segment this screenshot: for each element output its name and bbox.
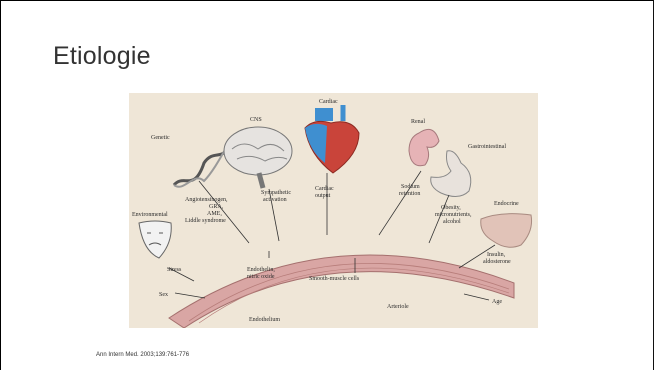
citation: Ann Intern Med. 2003;139:761-776 [96,352,189,358]
label-insulin-2: aldosterone [483,259,511,265]
label-gra: GRA, [209,204,224,210]
label-sodium-1: Sodium [401,184,420,190]
label-ame: AME, [207,211,222,217]
label-insulin-1: Insulin, [487,252,506,258]
label-obesity-2: micronutrients, [435,212,472,218]
label-cardiac-output-2: output [315,193,331,199]
brain-icon [224,127,292,188]
stomach-icon [431,151,471,197]
label-renal: Renal [411,119,425,125]
slide-title: Etiologie [53,42,151,71]
etiology-diagram: Cardiac CNS Renal Genetic Gastrointestin… [129,93,538,328]
endocrine-gland-icon [481,214,532,248]
label-sympathetic-2: activation [263,197,287,203]
kidney-icon [409,129,439,165]
label-cardiac-output-1: Cardiac [315,186,334,192]
label-liddle: Liddle syndrome [185,218,226,224]
label-endothelin-2: nitric oxide [247,274,275,280]
label-obesity-3: alcohol [443,219,461,225]
label-age: Age [492,299,502,305]
mask-icon [139,221,171,258]
label-angiotensinogen: Angiotensinogen, [185,197,228,203]
label-sodium-2: retention [399,191,420,197]
etiology-figure: Cardiac CNS Renal Genetic Gastrointestin… [129,93,538,328]
label-endocrine: Endocrine [494,201,519,207]
label-obesity-1: Obesity, [441,205,461,211]
label-arteriole: Arteriole [387,304,409,310]
heart-icon [305,105,359,173]
label-endothelium: Endothelium [249,317,280,323]
label-gastrointestinal: Gastrointestinal [468,144,506,150]
label-smooth-muscle: Smooth-muscle cells [309,276,360,282]
label-stress: Stress [167,267,182,273]
label-environmental: Environmental [132,212,168,218]
label-sympathetic-1: Sympathetic [261,190,291,196]
label-sex: Sex [159,292,168,298]
label-endothelin-1: Endothelin, [247,267,275,273]
label-cns: CNS [250,117,262,123]
dna-icon [174,143,229,187]
label-genetic: Genetic [151,135,170,141]
label-cardiac: Cardiac [319,99,338,105]
